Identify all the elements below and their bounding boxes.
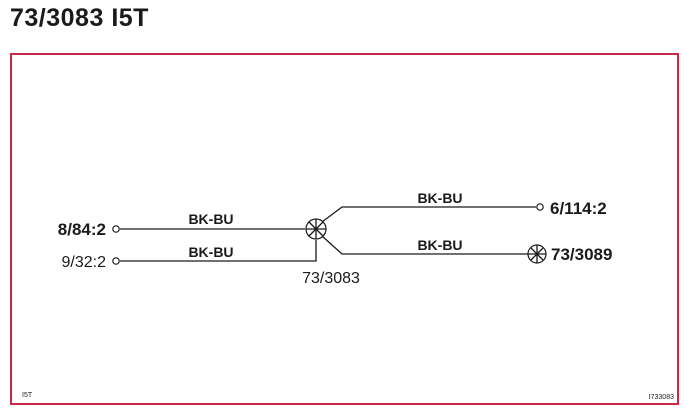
- wire-junction-to-73-3089: [321, 235, 528, 255]
- wire-color-label: BK-BU: [417, 237, 462, 253]
- connector-label-6-114-2: 6/114:2: [550, 199, 607, 218]
- diagram-frame: [10, 53, 679, 405]
- page-title: 73/3083 I5T: [10, 4, 149, 32]
- wire-color-label: BK-BU: [188, 211, 233, 227]
- connector-label-9-32-2: 9/32:2: [62, 254, 107, 271]
- wire-color-label: BK-BU: [417, 190, 462, 206]
- terminal-6-114-2: [536, 203, 544, 211]
- connector-label-8-84-2: 8/84:2: [58, 220, 106, 239]
- component-73-3089-icon: [527, 244, 547, 264]
- wire-9-32-to-junction: [120, 240, 317, 262]
- terminal-8-84-2: [112, 225, 120, 233]
- footer-left-code: I5T: [22, 392, 33, 399]
- footer-right-code: I733083: [648, 394, 674, 401]
- terminal-9-32-2: [112, 257, 120, 265]
- wire-color-label: BK-BU: [188, 244, 233, 260]
- junction-label-73-3083: 73/3083: [302, 270, 360, 287]
- junction-splice-icon: [305, 218, 327, 240]
- wire-junction-to-6-114: [321, 206, 536, 223]
- connector-label-73-3089: 73/3089: [551, 245, 612, 264]
